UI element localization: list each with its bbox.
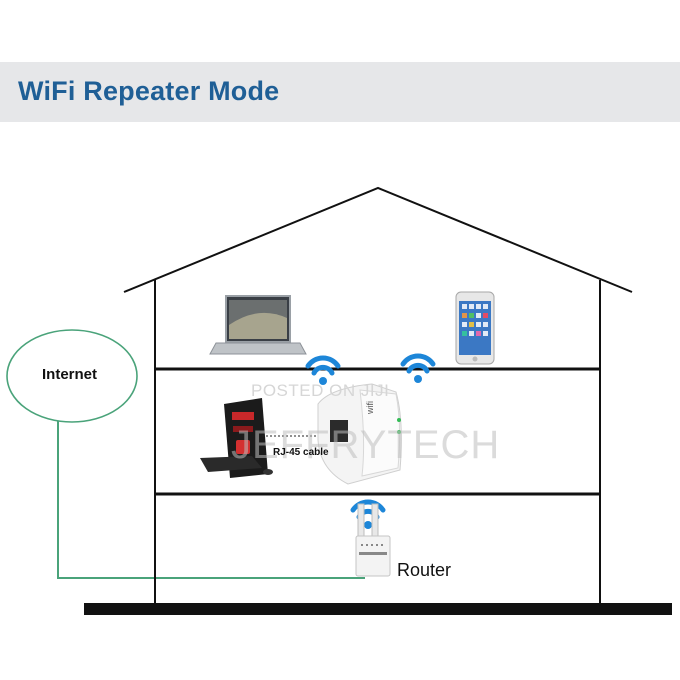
wifi-signal-icon: [400, 353, 436, 383]
house-outline: [123, 186, 633, 604]
internet-cable: [57, 418, 365, 579]
wifi-signal-icon: [305, 355, 341, 385]
desktop-pc-icon: [200, 398, 273, 478]
repeater-icon: wifi: [317, 383, 402, 485]
watermark-brand: JEFFRYTECH: [231, 423, 501, 467]
laptop-icon: [209, 295, 307, 355]
repeater-brand: wifi: [365, 401, 375, 415]
ground-line: [84, 603, 672, 615]
internet-cloud: [6, 329, 138, 423]
watermark-posted: POSTED ON JIJI: [251, 381, 390, 400]
title-banner: [0, 62, 680, 122]
router-label: Router: [397, 560, 452, 580]
rj45-cable-label: RJ-45 cable: [273, 447, 329, 458]
smartphone-icon: [455, 291, 495, 365]
page-title: WiFi Repeater Mode: [18, 76, 280, 106]
internet-label: Internet: [42, 366, 98, 383]
router-icon: [355, 503, 391, 577]
